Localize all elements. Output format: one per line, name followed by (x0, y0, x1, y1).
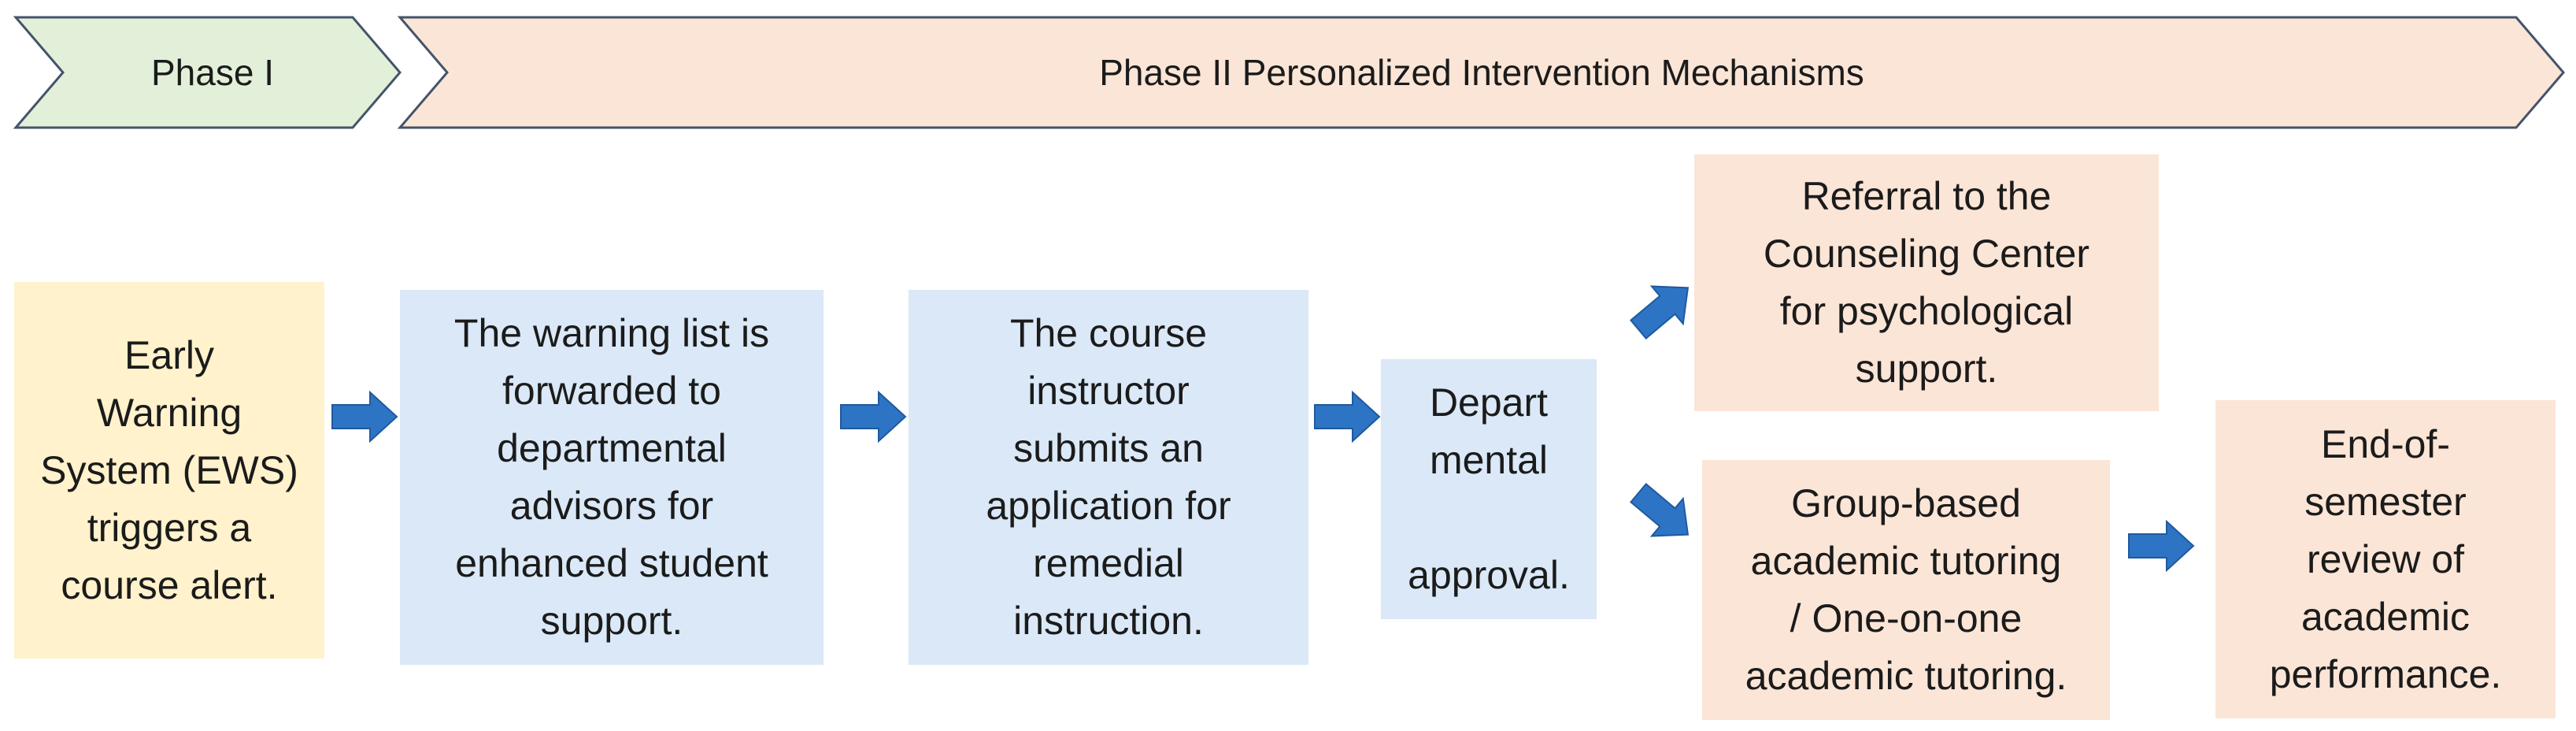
academic-tutoring-box: Group-based academic tutoring / One-on-o… (1702, 460, 2110, 720)
warning-list-text: The warning list is forwarded to departm… (453, 311, 770, 643)
phase1-chevron (13, 16, 402, 129)
departmental-approval-text: Depart mental approval. (1408, 380, 1570, 597)
arrow-instructor-to-approval (1314, 390, 1381, 443)
phase2-label: Phase II Personalized Intervention Mecha… (1099, 52, 1864, 93)
semester-review-box: End-of- semester review of academic perf… (2215, 400, 2556, 718)
phase1-label: Phase I (151, 52, 274, 93)
instructor-application-text: The course instructor submits an applica… (986, 311, 1231, 643)
phase-banners (13, 16, 2565, 129)
phase2-chevron (397, 16, 2565, 129)
ews-alert-text: Early Warning System (EWS) triggers a co… (40, 332, 298, 607)
academic-tutoring-text: Group-based academic tutoring / One-on-o… (1745, 481, 2067, 698)
departmental-approval-box: Depart mental approval. (1381, 359, 1597, 619)
counseling-referral-text: Referral to the Counseling Center for ps… (1763, 174, 2090, 391)
ews-alert-box: Early Warning System (EWS) triggers a co… (14, 282, 324, 659)
warning-list-box: The warning list is forwarded to departm… (400, 290, 824, 665)
arrow-ews-to-warning (331, 390, 398, 443)
arrow-warning-to-instructor (840, 390, 907, 443)
arrow-tutoring-to-review (2128, 519, 2195, 573)
instructor-application-box: The course instructor submits an applica… (909, 290, 1308, 665)
arrow-approval-to-tutoring (1630, 483, 1690, 537)
counseling-referral-box: Referral to the Counseling Center for ps… (1694, 154, 2159, 411)
arrow-approval-to-referral (1630, 285, 1690, 340)
semester-review-text: End-of- semester review of academic perf… (2269, 421, 2502, 696)
